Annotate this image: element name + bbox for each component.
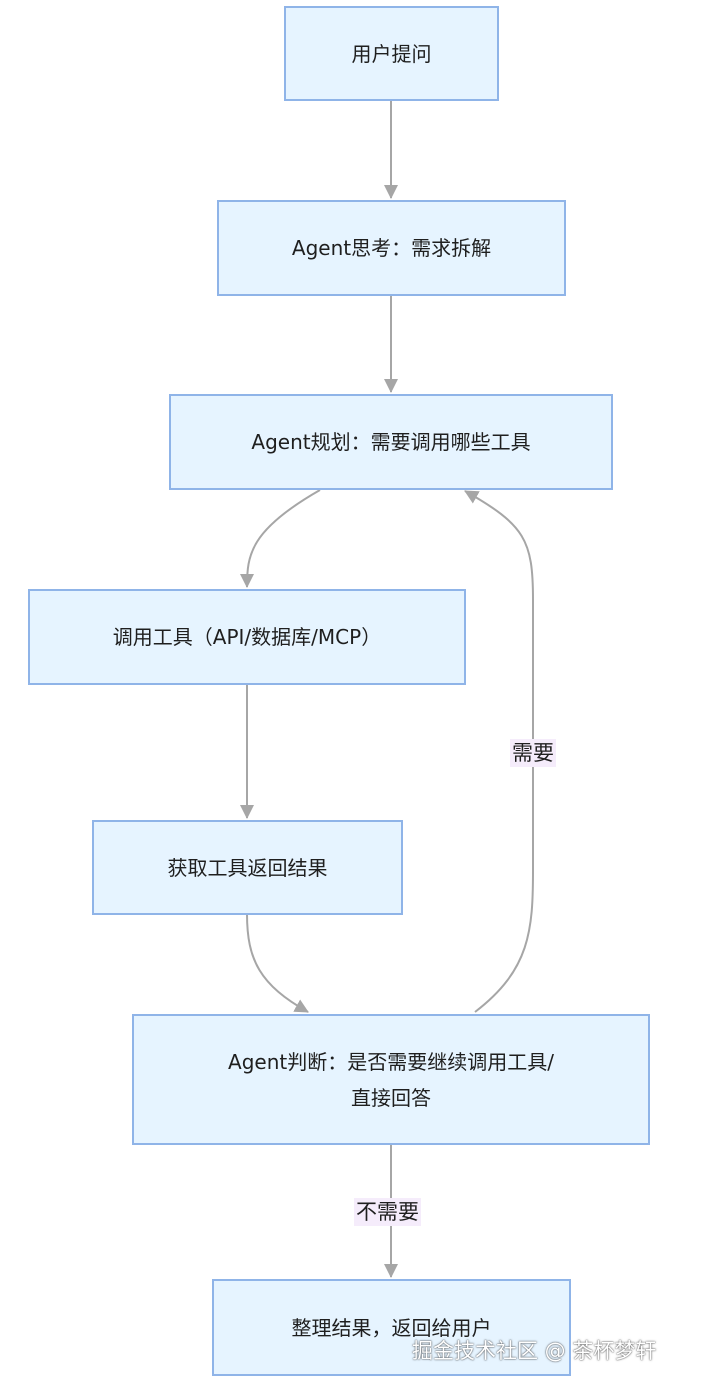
node-agent-judge-label-line1: Agent判断：是否需要继续调用工具/: [228, 1049, 554, 1074]
node-final-answer: 整理结果，返回给用户: [212, 1279, 571, 1376]
node-agent-plan-label: Agent规划：需要调用哪些工具: [251, 430, 531, 454]
node-get-results: 获取工具返回结果: [92, 820, 403, 915]
node-agent-think-label: Agent思考：需求拆解: [291, 236, 492, 260]
node-agent-think: Agent思考：需求拆解: [217, 200, 566, 296]
node-agent-plan: Agent规划：需要调用哪些工具: [169, 394, 613, 490]
node-agent-judge-label-line2: 直接回答: [351, 1085, 431, 1110]
node-call-tools-label: 调用工具（API/数据库/MCP）: [112, 625, 382, 649]
node-user-question: 用户提问: [284, 6, 499, 101]
edge-label-no-need: 不需要: [354, 1198, 421, 1226]
node-agent-judge: Agent判断：是否需要继续调用工具/ 直接回答: [132, 1014, 650, 1145]
watermark-text: 掘金技术社区 @ 茶杯梦轩: [412, 1339, 657, 1363]
node-user-question-label: 用户提问: [351, 41, 432, 66]
edge-results-to-judge: [246, 913, 309, 1013]
edge-judge-to-plan-loop: [464, 490, 534, 1013]
node-call-tools: 调用工具（API/数据库/MCP）: [28, 589, 466, 685]
node-final-answer-label: 整理结果，返回给用户: [291, 1315, 492, 1340]
node-get-results-label: 获取工具返回结果: [167, 855, 328, 880]
edge-plan-to-tools: [240, 489, 321, 588]
edge-label-need: 需要: [510, 739, 556, 767]
